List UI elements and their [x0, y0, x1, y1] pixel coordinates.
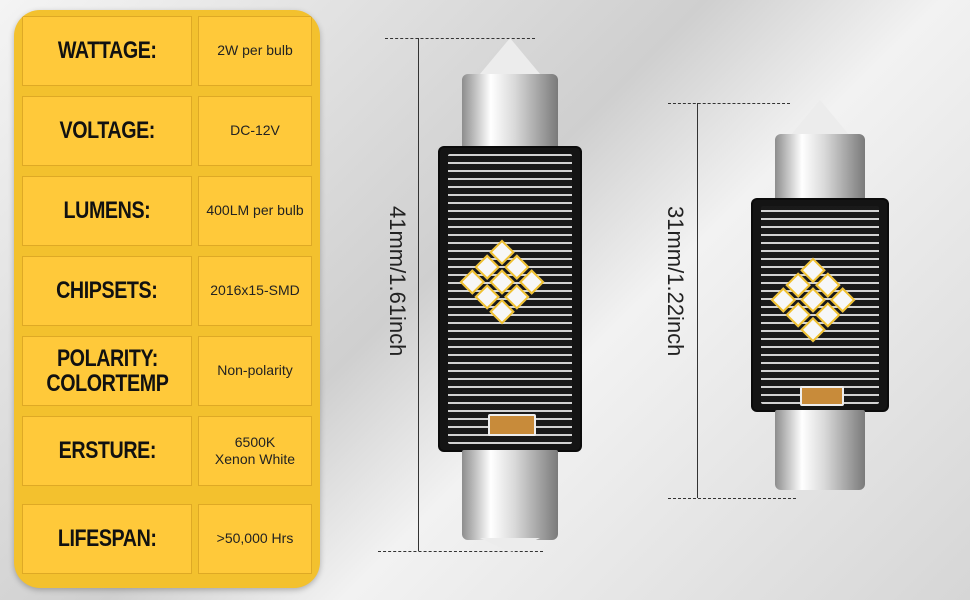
spec-label-cell: ERSTURE:	[22, 416, 192, 486]
spec-value: 400LM per bulb	[206, 202, 304, 219]
spec-value-cell: 400LM per bulb	[198, 176, 312, 246]
dimension-label-small: 31mm/1.22inch	[663, 206, 688, 357]
spec-value-line2: Xenon White	[214, 451, 296, 467]
spec-label: POLARITY:	[56, 344, 158, 372]
spec-label-cell: WATTAGE:	[22, 16, 192, 86]
spec-label: ERSTURE:	[58, 437, 156, 465]
side-led	[488, 414, 536, 436]
spec-table: WATTAGE: 2W per bulb VOLTAGE: DC-12V LUM…	[14, 10, 320, 588]
bulb-cap-bottom	[462, 450, 558, 540]
bulb-tip-bottom	[480, 538, 540, 552]
bulb-cap-bottom	[775, 410, 865, 490]
dimension-bottom-line	[378, 551, 543, 552]
spec-label: LUMENS:	[63, 197, 151, 225]
spec-label-cell: VOLTAGE:	[22, 96, 192, 166]
spec-row-voltage: VOLTAGE: DC-12V	[14, 92, 320, 170]
spec-label: VOLTAGE:	[59, 117, 155, 145]
bulb-tip-top	[790, 100, 850, 136]
small-bulb-image	[745, 100, 895, 500]
spec-label: LIFESPAN:	[57, 525, 157, 553]
spec-row-chipsets: CHIPSETS: 2016x15-SMD	[14, 252, 320, 330]
dimension-vertical-line	[418, 38, 419, 551]
spec-value: 6500K	[234, 433, 276, 450]
spec-label: CHIPSETS:	[56, 277, 158, 305]
dimension-bottom-line-small	[668, 498, 796, 499]
spec-label-cell: LUMENS:	[22, 176, 192, 246]
spec-label-cell: POLARITY: COLORTEMP	[22, 336, 192, 406]
spec-row-color-temp: ERSTURE: 6500K Xenon White	[14, 412, 320, 490]
dimension-vertical-line-small	[697, 103, 698, 498]
spec-row-lifespan: LIFESPAN: >50,000 Hrs	[14, 500, 320, 578]
spec-row-polarity: POLARITY: COLORTEMP Non-polarity	[14, 332, 320, 410]
spec-value-cell: Non-polarity	[198, 336, 312, 406]
spec-label-secondary: COLORTEMP	[45, 370, 169, 397]
spec-value-cell: DC-12V	[198, 96, 312, 166]
spec-label-cell: LIFESPAN:	[22, 504, 192, 574]
spec-value: 2W per bulb	[217, 42, 293, 59]
side-led	[800, 386, 844, 406]
spec-value-cell: 2016x15-SMD	[198, 256, 312, 326]
spec-label-cell: CHIPSETS:	[22, 256, 192, 326]
spec-label: WATTAGE:	[57, 37, 157, 65]
spec-value-cell: >50,000 Hrs	[198, 504, 312, 574]
spec-value-cell: 2W per bulb	[198, 16, 312, 86]
dimension-label-large: 41mm/1.61inch	[385, 206, 410, 357]
spec-value: Non-polarity	[217, 362, 293, 379]
spec-value-cell: 6500K Xenon White	[198, 416, 312, 486]
dimension-top-line-small	[668, 103, 790, 104]
spec-row-lumens: LUMENS: 400LM per bulb	[14, 172, 320, 250]
bulb-tip-top	[480, 38, 540, 74]
dimension-top-line	[385, 38, 535, 39]
spec-value: 2016x15-SMD	[210, 282, 300, 299]
spec-value: >50,000 Hrs	[216, 530, 294, 547]
spec-value: DC-12V	[230, 122, 280, 139]
spec-row-wattage: WATTAGE: 2W per bulb	[14, 12, 320, 90]
large-bulb-image	[430, 30, 590, 552]
